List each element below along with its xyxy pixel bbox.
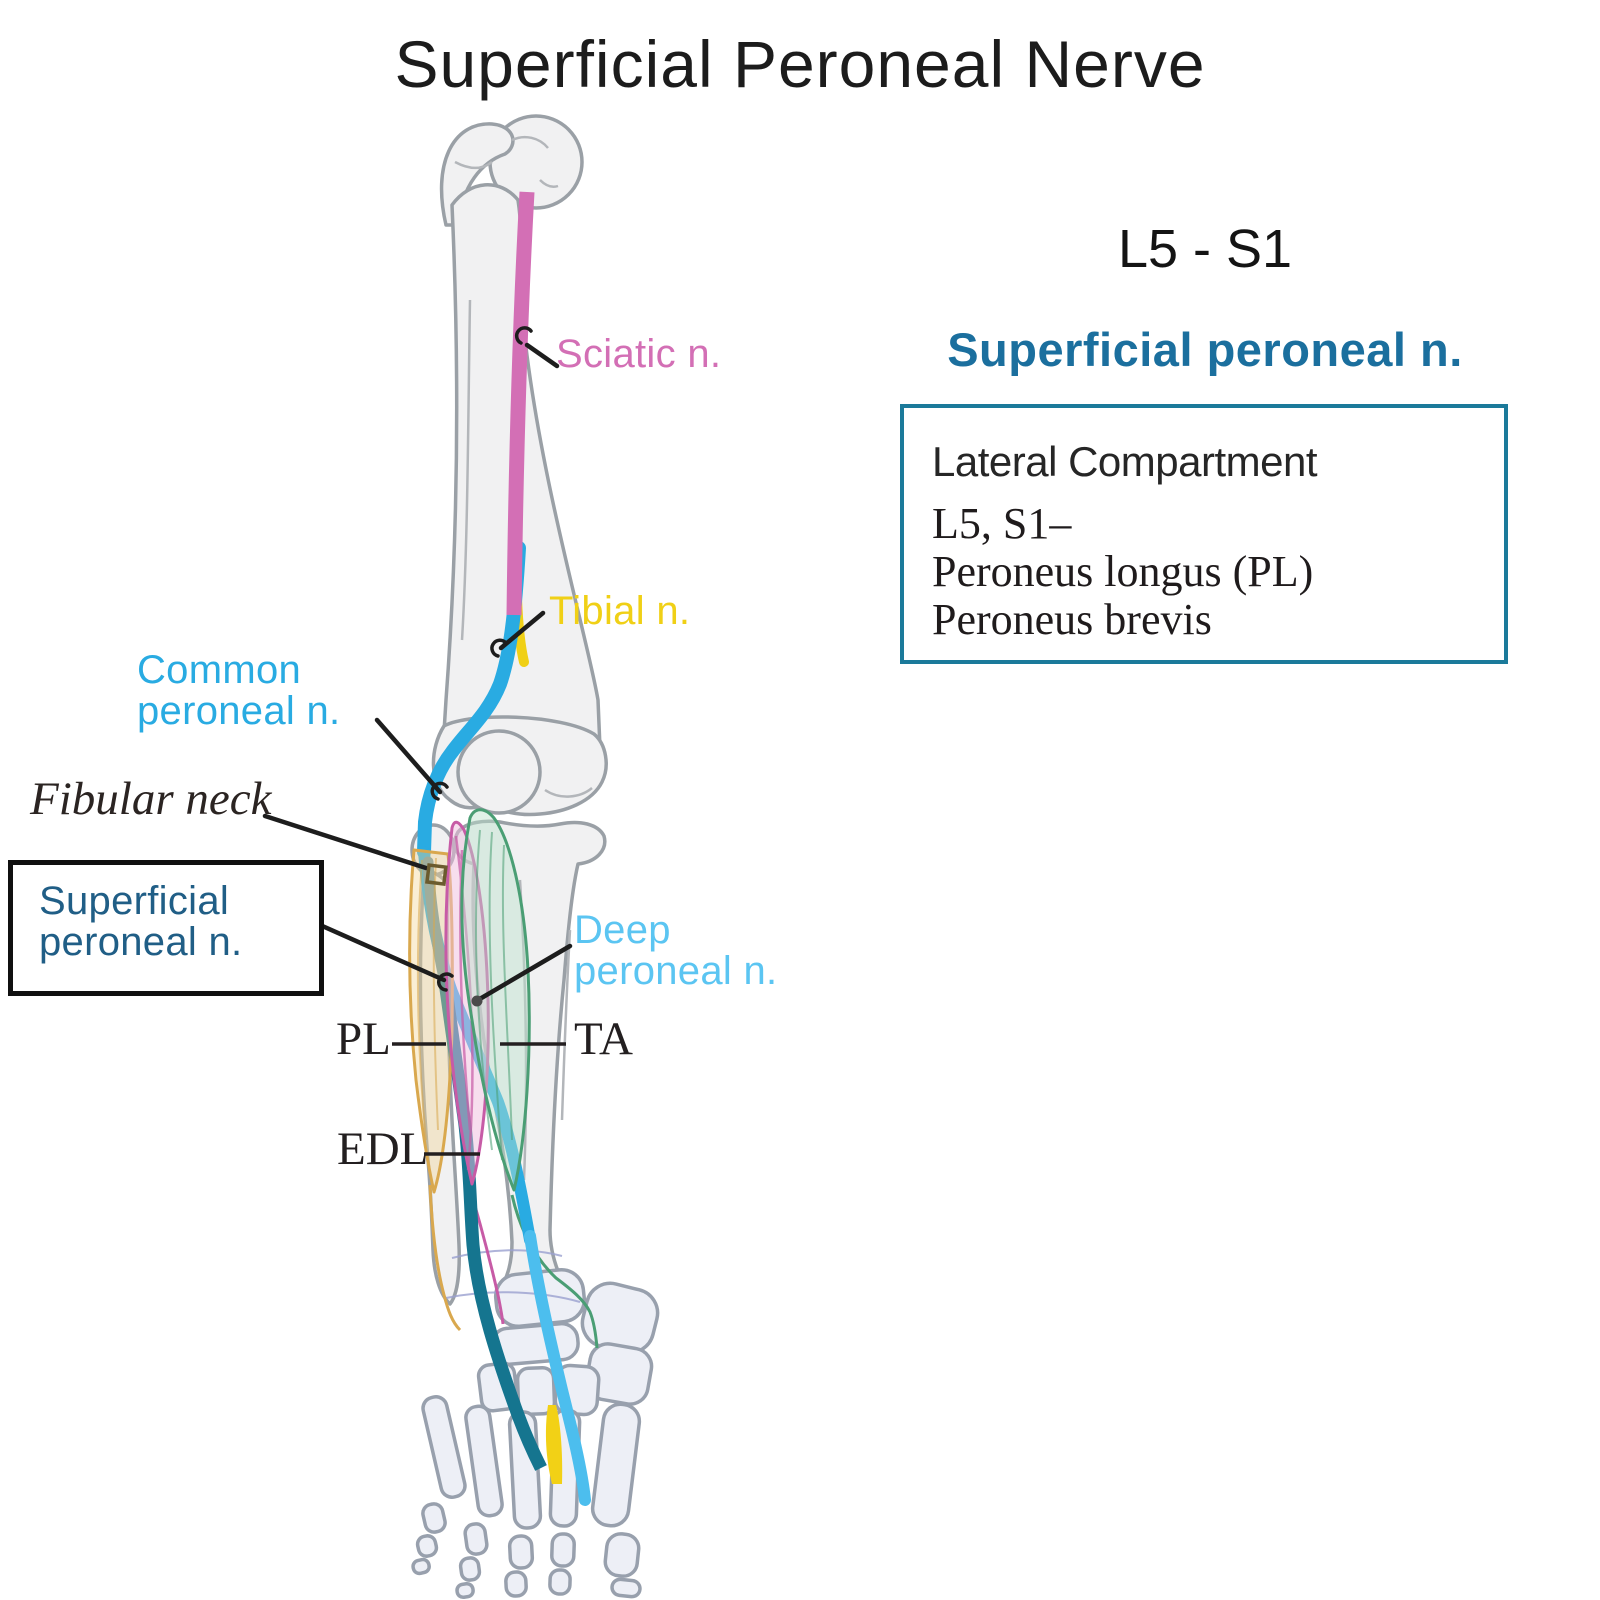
common-peroneal-hook [430, 781, 449, 801]
fibular-neck-marker [425, 863, 448, 886]
tibial-leader [498, 610, 546, 651]
superficial-hook [437, 972, 454, 992]
common-peroneal-label-line2: peroneal n. [137, 689, 341, 733]
tibial-hook [490, 638, 508, 658]
tibial-nerve-label: Tibial n. [549, 589, 691, 633]
sciatic-nerve-path [506, 191, 535, 616]
pl-tendon-line [428, 1184, 462, 1332]
page-title: Superficial Peroneal Nerve [394, 27, 1206, 101]
peroneal-tendon-foot-wedge [545, 1405, 563, 1484]
common-peroneal-label-line1: Common [137, 648, 302, 692]
tibialis-anterior-muscle [460, 808, 531, 1192]
label-dashes [392, 1042, 566, 1156]
sciatic-leader [524, 342, 560, 369]
pl-muscle-label: PL [336, 1013, 391, 1065]
common-peroneal-leader [374, 717, 443, 795]
patella-bone [456, 729, 542, 815]
common-peroneal-nerve-label: Common peroneal n. [137, 650, 340, 732]
sciatic-nerve-label: Sciatic n. [556, 332, 722, 376]
foot-bones [411, 1267, 660, 1600]
superficial-peroneal-nerve-label: Superficial peroneal n. [39, 881, 242, 963]
nerve-heading: Superficial peroneal n. [947, 323, 1463, 376]
compartment-info-box: Lateral Compartment L5, S1– Peroneus lon… [900, 404, 1508, 664]
deep-peroneal-nerve-label: Deep peroneal n. [574, 910, 777, 992]
deep-peroneal-nerve-distal-path [524, 1230, 591, 1506]
fibular-neck-leader [262, 813, 429, 871]
retinaculum-lines [445, 1249, 581, 1303]
muscle-line-2: Peroneus brevis [932, 595, 1212, 644]
ta-muscle-label: TA [574, 1013, 633, 1065]
deep-leader [475, 943, 573, 1003]
roots-line: L5, S1– [932, 499, 1072, 548]
muscles [408, 808, 531, 1194]
deep-peroneal-label-line2: peroneal n. [574, 949, 778, 993]
deep-peroneal-label-line1: Deep [574, 908, 671, 952]
edl-muscle-label: EDL [337, 1123, 429, 1175]
nerve-roots-label: L5 - S1 [1117, 219, 1293, 279]
superficial-peroneal-label-box: Superficial peroneal n. [8, 860, 324, 996]
deep-leader-dot [471, 995, 483, 1007]
compartment-heading: Lateral Compartment [932, 438, 1318, 485]
superficial-label-line2: peroneal n. [39, 920, 243, 964]
muscle-line-1: Peroneus longus (PL) [932, 547, 1314, 596]
superficial-label-line1: Superficial [39, 879, 230, 923]
compartment-details: L5, S1– Peroneus longus (PL) Peroneus br… [932, 500, 1313, 644]
sciatic-hook [514, 326, 533, 345]
fibular-neck-label: Fibular neck [30, 773, 272, 825]
